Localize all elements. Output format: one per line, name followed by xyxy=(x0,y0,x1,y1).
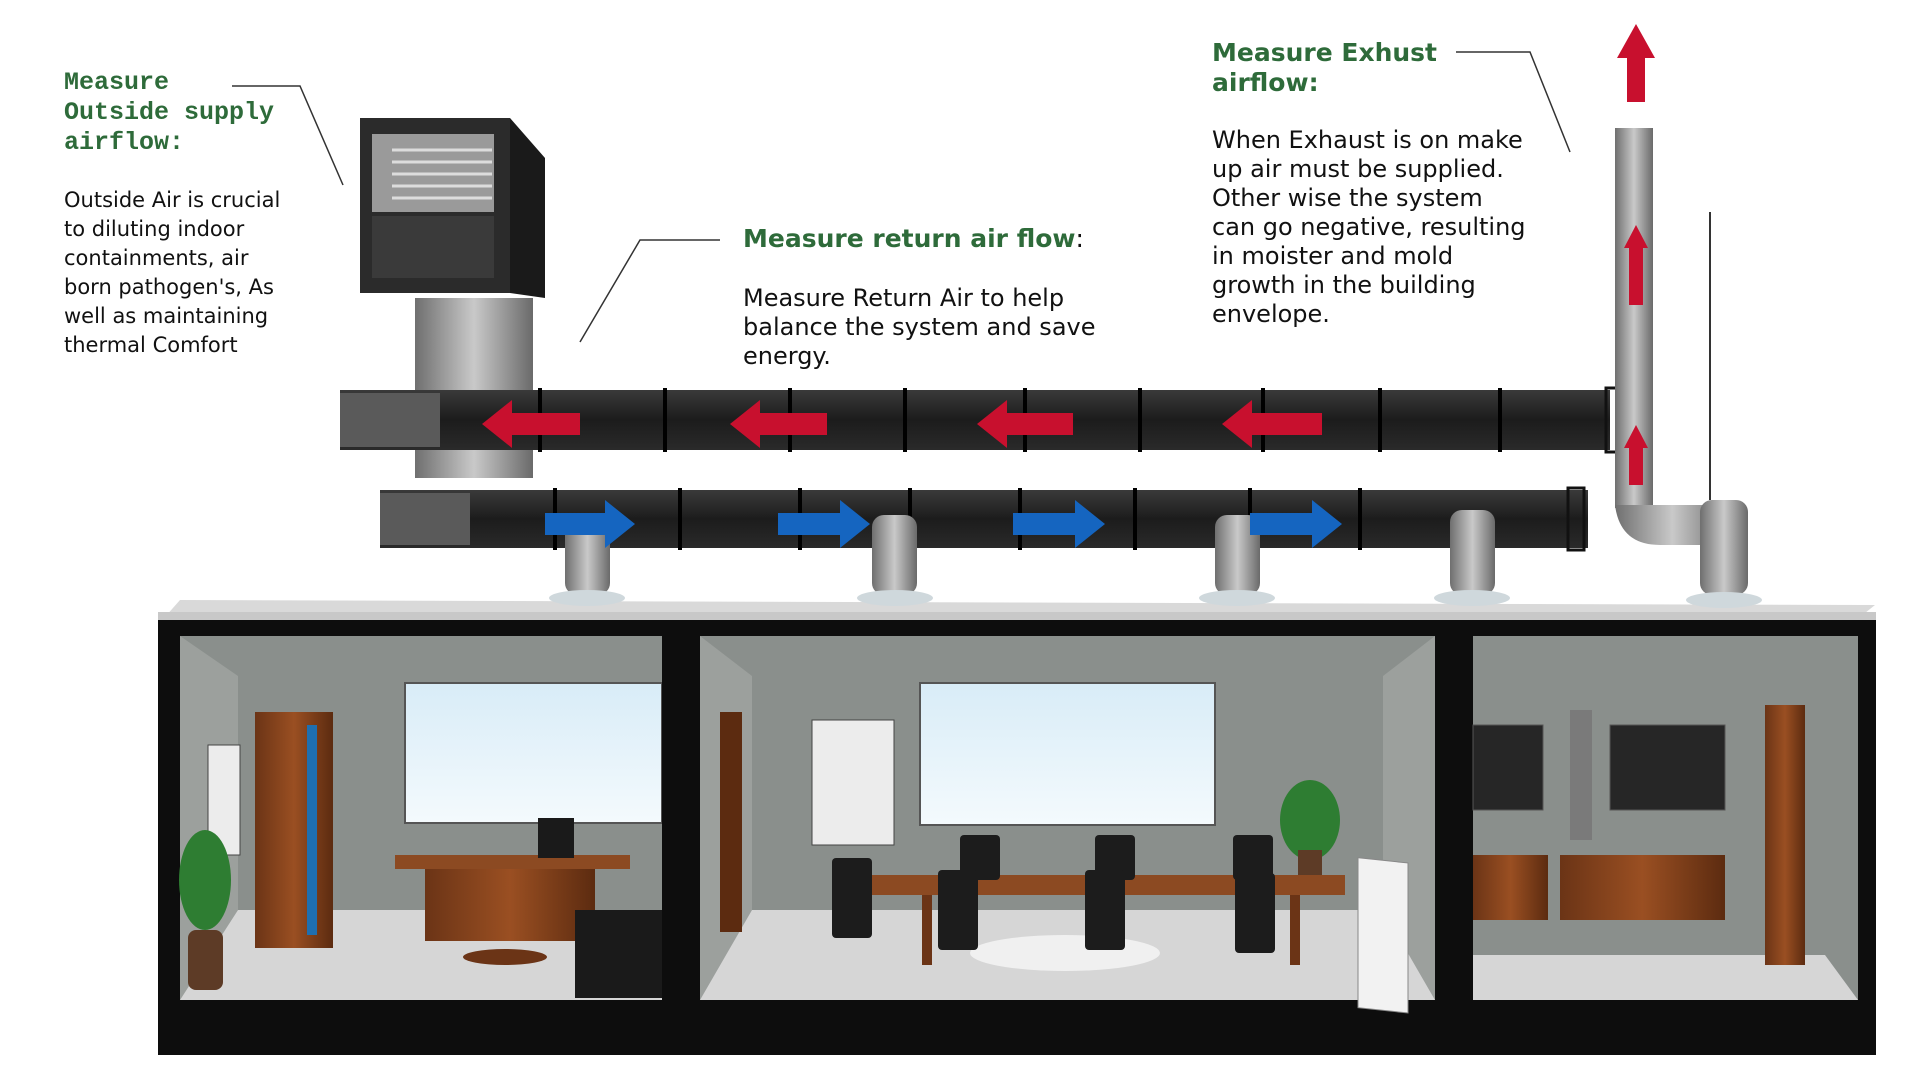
plant-icon xyxy=(1280,780,1340,860)
air-handling-unit xyxy=(360,118,545,478)
office-room xyxy=(179,636,663,1000)
restroom xyxy=(1472,636,1858,1000)
right-arrow-icon xyxy=(1013,500,1105,548)
left-arrow-icon xyxy=(1222,400,1322,448)
up-arrow-icon xyxy=(1624,425,1648,485)
supply-airflow-arrows xyxy=(545,500,1342,548)
conference-room xyxy=(700,636,1435,1014)
return-air-heading: Measure return air flow xyxy=(743,224,1076,253)
exhaust-airflow-arrows xyxy=(1617,24,1655,485)
exhaust-heading: Measure Exhust airflow: xyxy=(1212,38,1437,97)
return-air-heading-colon: : xyxy=(1075,224,1084,253)
return-airflow-arrows xyxy=(482,400,1322,448)
up-arrow-icon xyxy=(1617,24,1655,102)
building-section xyxy=(158,620,1876,1055)
right-arrow-icon xyxy=(1250,500,1342,548)
outside-supply-description: Outside Air is crucial to diluting indoo… xyxy=(64,188,281,357)
right-arrow-icon xyxy=(778,500,870,548)
left-arrow-icon xyxy=(977,400,1073,448)
exhaust-stack xyxy=(1615,128,1762,608)
leader-lines xyxy=(232,51,1571,343)
up-arrow-icon xyxy=(1624,225,1648,305)
return-air-description: Measure Return Air to help balance the s… xyxy=(743,284,1096,370)
return-air-heading-row: Measure return air flow : xyxy=(743,224,1084,254)
exhaust-description: When Exhaust is on make up air must be s… xyxy=(1212,126,1526,328)
plant-icon xyxy=(179,830,231,930)
right-arrow-icon xyxy=(545,500,635,548)
left-arrow-icon xyxy=(482,400,580,448)
left-arrow-icon xyxy=(730,400,827,448)
outside-supply-heading: Measure Outside supply airflow: xyxy=(64,68,275,157)
